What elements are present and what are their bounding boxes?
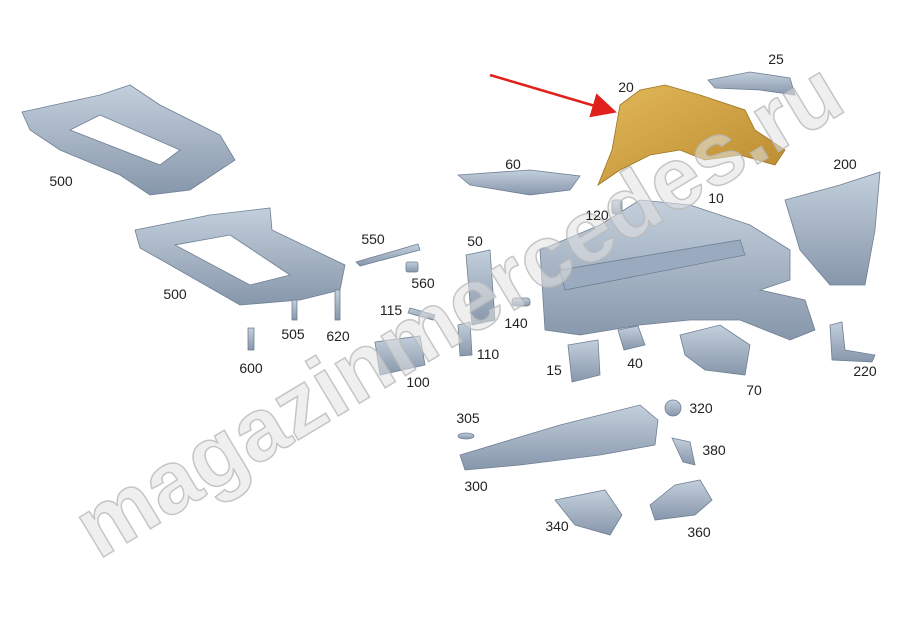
- part-320: [664, 399, 682, 417]
- label-10: 10: [708, 190, 724, 206]
- part-505: [291, 299, 298, 321]
- label-380: 380: [702, 442, 726, 458]
- label-50: 50: [467, 233, 483, 249]
- part-380: [671, 437, 696, 466]
- part-60: [456, 169, 581, 196]
- label-40: 40: [627, 355, 643, 371]
- label-25: 25: [768, 51, 784, 67]
- part-560: [405, 261, 419, 273]
- label-600: 600: [239, 360, 263, 376]
- label-505: 505: [281, 326, 305, 342]
- part-300: [459, 404, 659, 471]
- label-500-lower: 500: [163, 286, 187, 302]
- label-100: 100: [406, 374, 430, 390]
- label-620: 620: [326, 328, 350, 344]
- part-620: [334, 289, 341, 321]
- label-200: 200: [833, 156, 857, 172]
- label-320: 320: [689, 400, 713, 416]
- label-20: 20: [618, 79, 634, 95]
- label-15: 15: [546, 362, 562, 378]
- part-15: [567, 339, 601, 383]
- part-100: [374, 335, 426, 376]
- part-140: [511, 297, 531, 307]
- label-115: 115: [379, 302, 403, 318]
- label-220: 220: [853, 363, 877, 379]
- label-60: 60: [505, 156, 521, 172]
- part-10: [539, 199, 816, 341]
- part-115: [407, 307, 436, 321]
- part-200: [784, 171, 881, 286]
- label-550: 550: [361, 231, 385, 247]
- part-70: [679, 324, 751, 376]
- label-140: 140: [504, 315, 528, 331]
- part-360: [649, 479, 713, 521]
- label-120: 120: [585, 207, 609, 223]
- part-110: [457, 321, 473, 357]
- part-20-highlighted: [597, 84, 786, 187]
- label-305: 305: [456, 410, 480, 426]
- label-340: 340: [545, 518, 569, 534]
- part-305: [457, 432, 475, 440]
- part-25: [707, 71, 796, 96]
- label-300: 300: [464, 478, 488, 494]
- part-40: [617, 325, 646, 351]
- part-550: [355, 243, 421, 267]
- label-360: 360: [687, 524, 711, 540]
- part-50: [465, 249, 496, 326]
- part-340: [554, 489, 623, 536]
- part-120: [611, 199, 623, 215]
- label-560: 560: [411, 275, 435, 291]
- part-600: [247, 327, 255, 351]
- pointer-arrow: [489, 73, 617, 118]
- part-220: [829, 321, 876, 363]
- label-70: 70: [746, 382, 762, 398]
- label-110: 110: [476, 346, 500, 362]
- label-500-upper: 500: [49, 173, 73, 189]
